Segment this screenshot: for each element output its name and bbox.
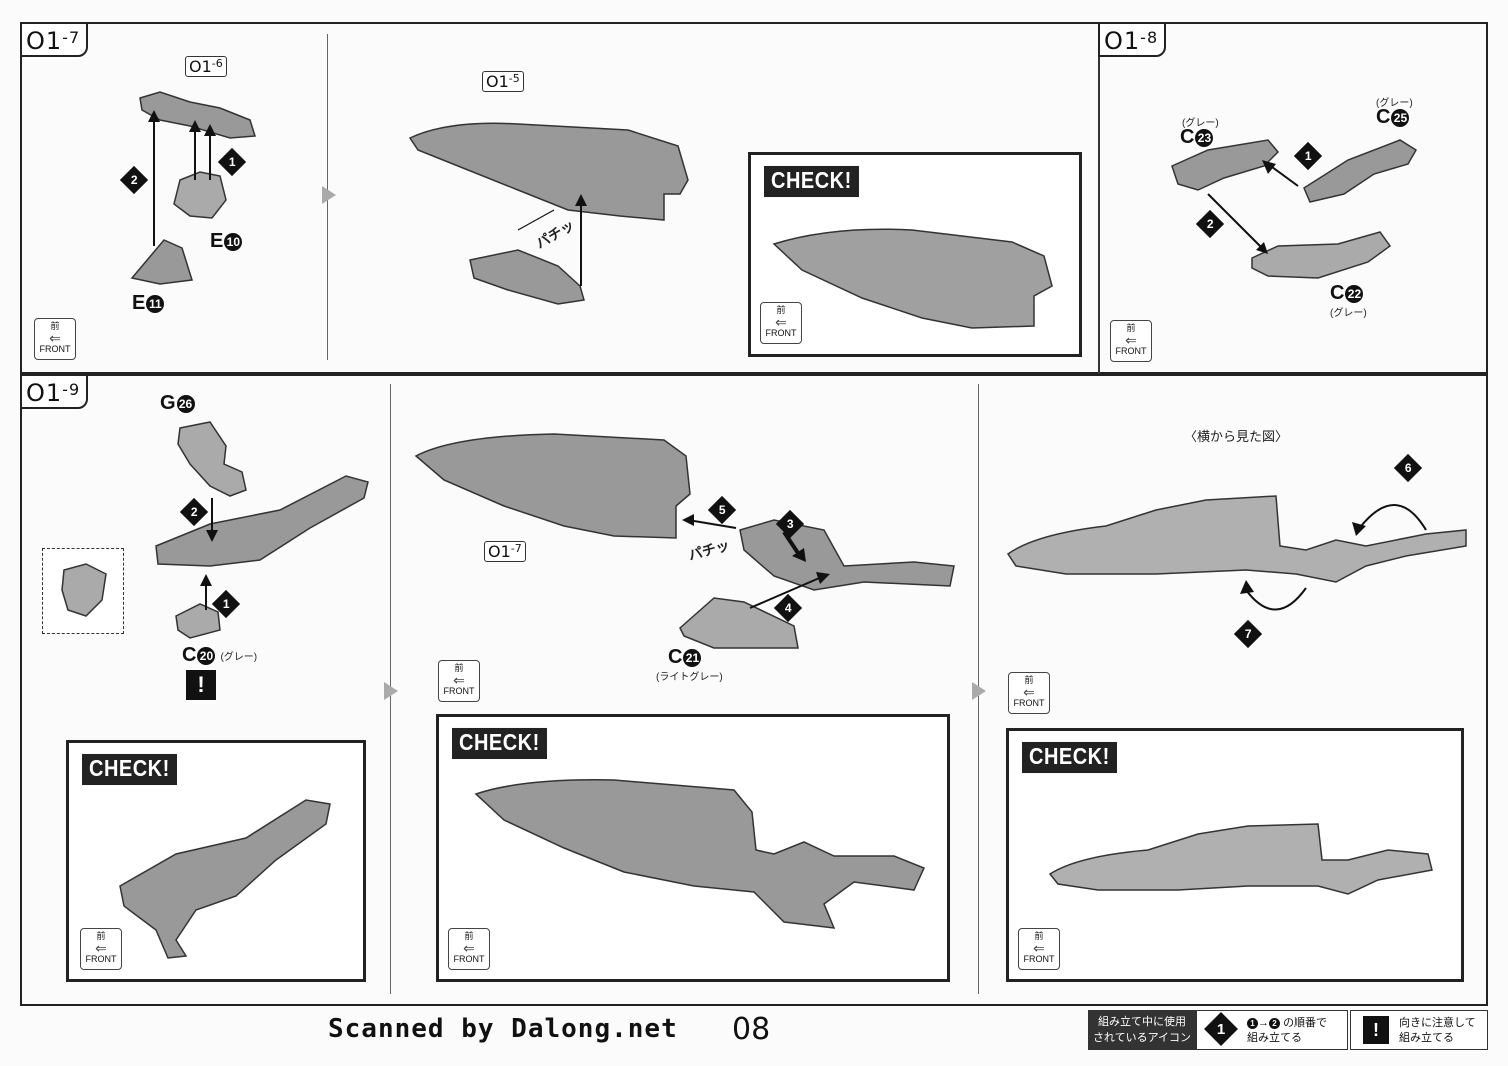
illustration-01-7-nose <box>408 122 689 305</box>
illustration-check-01-9-b <box>474 779 926 929</box>
ref-tag-01-5: O1-5 <box>482 71 524 92</box>
illustration-check-01-7 <box>772 228 1053 329</box>
bottom-panel-frame <box>20 374 1488 1006</box>
check-label: CHECK! <box>452 727 547 760</box>
part-note-c21: (ライトグレー) <box>656 672 723 683</box>
detail-inset-part <box>61 563 107 617</box>
flow-arrow-icon <box>972 682 986 700</box>
front-direction-icon: 前⇐FRONT <box>760 302 802 344</box>
icon-legend-caution: ! 向きに注意して 組み立てる <box>1350 1010 1488 1050</box>
ref-tag-01-6: O1-6 <box>185 56 227 77</box>
flow-arrow-icon <box>384 682 398 700</box>
front-direction-icon: 前⇐FRONT <box>448 928 490 970</box>
check-label: CHECK! <box>1022 741 1117 774</box>
front-direction-icon: 前⇐FRONT <box>1110 320 1152 362</box>
illustration-01-9-mid <box>414 433 955 649</box>
flow-arrow-icon <box>322 186 336 204</box>
icon-legend-title: 組み立て中に使用 されているアイコン <box>1088 1010 1196 1050</box>
illustration-check-01-9-a <box>119 799 331 959</box>
side-view-caption: 〈横から見た図〉 <box>1184 429 1289 444</box>
ref-tag-01-7-b: O1-7 <box>484 541 526 562</box>
scan-credit: Scanned by Dalong.net <box>328 1014 678 1044</box>
page-number: 08 <box>732 1012 771 1047</box>
step-tag-01-9: O1-9 <box>20 374 89 409</box>
top-panel-frame <box>20 22 1488 374</box>
illustration-check-01-9-c <box>1048 823 1433 895</box>
illustration-01-8 <box>1171 139 1418 279</box>
caution-icon: ! <box>186 670 216 700</box>
front-direction-icon: 前⇐FRONT <box>80 928 122 970</box>
part-note-c22: (グレー) <box>1330 308 1367 319</box>
step-tag-01-8: O1-8 <box>1098 22 1167 57</box>
front-direction-icon: 前⇐FRONT <box>1008 672 1050 714</box>
check-label: CHECK! <box>764 165 859 198</box>
step-tag-01-7: O1-7 <box>20 22 89 57</box>
front-direction-icon: 前⇐FRONT <box>34 318 76 360</box>
illustration-01-9-arm <box>155 421 369 639</box>
illustration-01-7-parts <box>130 91 256 285</box>
part-note-c23: (グレー) <box>1182 118 1219 129</box>
part-note-c25: (グレー) <box>1376 98 1413 109</box>
front-direction-icon: 前⇐FRONT <box>1018 928 1060 970</box>
caution-icon: ! <box>1363 1016 1389 1044</box>
icon-legend-order: 1 1→2 の順番で 組み立てる <box>1196 1010 1348 1050</box>
illustration-side-view <box>1006 495 1467 611</box>
front-direction-icon: 前⇐FRONT <box>438 660 480 702</box>
divider-top <box>1098 22 1100 374</box>
check-label: CHECK! <box>82 753 177 786</box>
